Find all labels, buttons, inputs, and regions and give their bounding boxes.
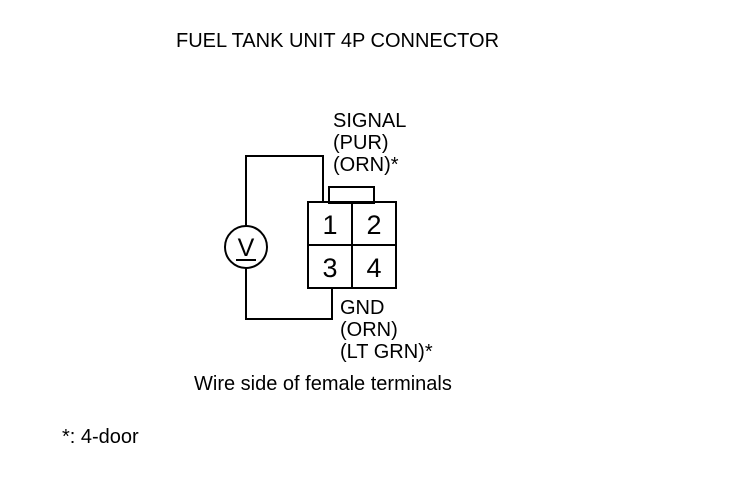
signal-wire: [245, 155, 324, 226]
ground-terminal-label: GND: [340, 297, 385, 319]
voltmeter-symbol: V: [238, 234, 255, 262]
connector-lock-tab: [328, 186, 375, 204]
pin-4-label: 4: [366, 253, 381, 283]
diagram-title: FUEL TANK UNIT 4P CONNECTOR: [176, 30, 500, 52]
signal-wire-color: (PUR): [333, 132, 389, 154]
pin-1-label: 1: [322, 210, 337, 240]
pin-2-label: 2: [366, 210, 381, 240]
voltmeter-icon: V: [224, 225, 268, 269]
ground-wire-color-4door: (LT GRN)*: [340, 341, 433, 363]
connector-view-caption: Wire side of female terminals: [194, 373, 452, 395]
signal-terminal-label: SIGNAL: [333, 110, 407, 132]
signal-wire-color-4door: (ORN)*: [333, 154, 399, 176]
ground-wire-color: (ORN): [340, 319, 398, 341]
pin-3-label: 3: [322, 253, 337, 283]
footnote: *: 4-door: [62, 426, 139, 448]
ground-wire: [245, 268, 333, 320]
